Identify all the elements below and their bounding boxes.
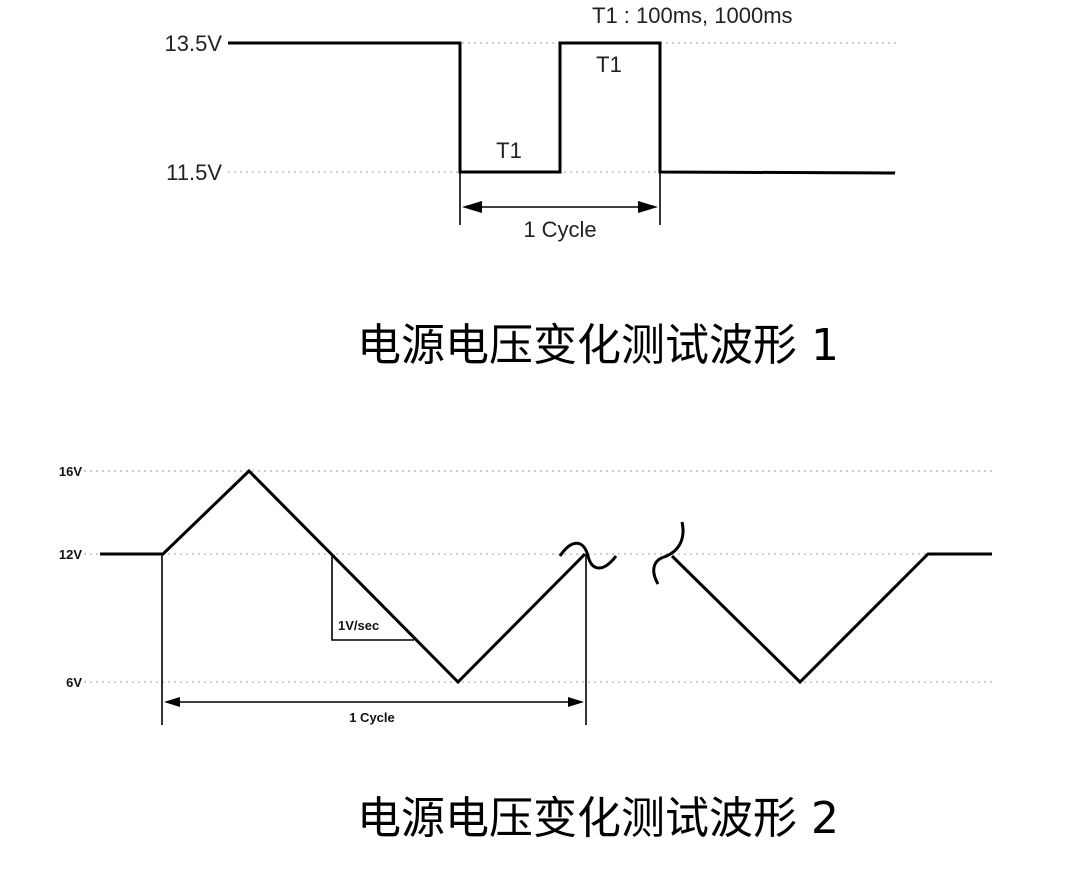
level-label-11-5v: 11.5V (166, 160, 222, 185)
level-label-12v: 12V (59, 547, 82, 562)
waveform-diagram-2: 16V 12V 6V 1V/sec 1 Cycle (59, 464, 992, 725)
slope-triangle (331, 555, 414, 641)
arrow-right-icon (568, 697, 584, 707)
waveform-diagram-1: 13.5V 11.5V T1 : 100ms, 1000ms T1 T1 1 C… (165, 3, 900, 242)
low-duration-label: T1 (496, 138, 522, 163)
cycle-label: 1 Cycle (523, 217, 596, 242)
cycle-label: 1 Cycle (349, 710, 395, 725)
arrow-left-icon (164, 697, 180, 707)
square-waveform (228, 41, 896, 175)
high-duration-label: T1 (596, 52, 622, 77)
slope-label: 1V/sec (338, 618, 379, 633)
break-mark-right-icon (652, 521, 685, 585)
caption-2: 电源电压变化测试波形 2 (357, 793, 839, 844)
level-label-16v: 16V (59, 464, 82, 479)
arrow-left-icon (462, 201, 482, 213)
triangle-waveform-left (100, 468, 587, 685)
triangle-waveform-right (670, 552, 992, 685)
period-annotation: T1 : 100ms, 1000ms (592, 3, 793, 28)
arrow-right-icon (638, 201, 658, 213)
level-label-13-5v: 13.5V (165, 31, 223, 56)
caption-1: 电源电压变化测试波形 1 (357, 320, 839, 371)
level-label-6v: 6V (66, 675, 82, 690)
break-mark-left-icon (558, 541, 618, 570)
